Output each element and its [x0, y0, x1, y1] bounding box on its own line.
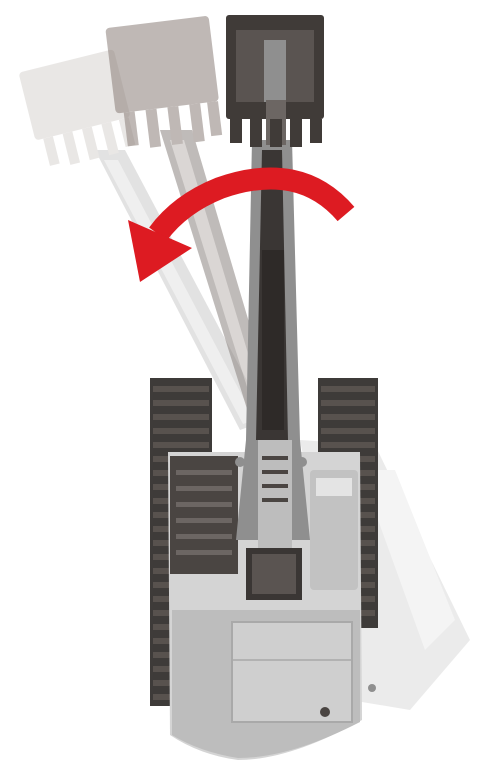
ghost-arm-far	[19, 49, 268, 430]
ghost-bucket-mid	[105, 16, 223, 148]
curved-arrow-counterclockwise-icon	[128, 167, 355, 282]
upper-structure	[168, 452, 376, 760]
engine-housing	[310, 470, 358, 590]
bucket	[226, 15, 324, 147]
boom	[235, 140, 310, 600]
ghost-bucket-far	[19, 49, 136, 166]
